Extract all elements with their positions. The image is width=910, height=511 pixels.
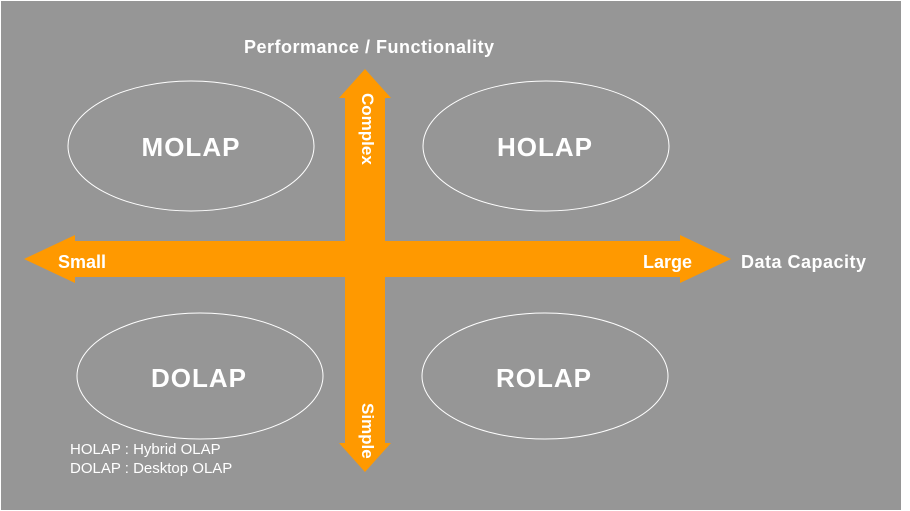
performance-axis-title: Performance / Functionality <box>244 37 495 57</box>
small-label: Small <box>58 252 107 272</box>
oval-molap <box>67 80 315 212</box>
large-label: Large <box>643 252 693 272</box>
data-capacity-axis-title: Data Capacity <box>741 252 867 272</box>
abbreviation-legend: HOLAP : Hybrid OLAP DOLAP : Desktop OLAP <box>70 440 232 478</box>
legend-line-holap: HOLAP : Hybrid OLAP <box>70 441 221 458</box>
oval-holap <box>422 80 670 212</box>
vertical-arrow <box>339 69 391 472</box>
oval-dolap <box>76 312 324 440</box>
rolap-label: ROLAP <box>496 363 592 393</box>
legend-line-dolap: DOLAP : Desktop OLAP <box>70 460 233 477</box>
oval-rolap <box>421 312 669 440</box>
complex-label: Complex <box>358 93 377 165</box>
molap-label: MOLAP <box>141 132 241 162</box>
holap-label: HOLAP <box>497 132 593 162</box>
dolap-label: DOLAP <box>151 363 247 393</box>
simple-label: Simple <box>358 403 377 459</box>
